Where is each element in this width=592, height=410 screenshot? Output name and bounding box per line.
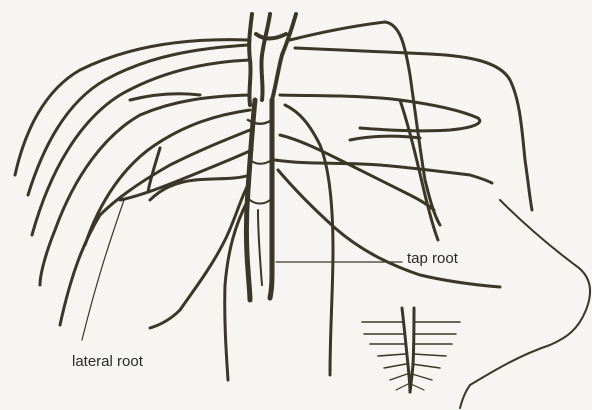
lateral-root-label: lateral root xyxy=(72,353,143,370)
leader-lines xyxy=(82,200,402,340)
tap-root-label: tap root xyxy=(407,250,458,267)
stem-base xyxy=(249,14,296,105)
outline-shape xyxy=(460,200,590,408)
inset-root-sketch xyxy=(362,308,460,392)
lateral-root-leader xyxy=(82,200,124,340)
lateral-roots-left xyxy=(15,40,252,380)
